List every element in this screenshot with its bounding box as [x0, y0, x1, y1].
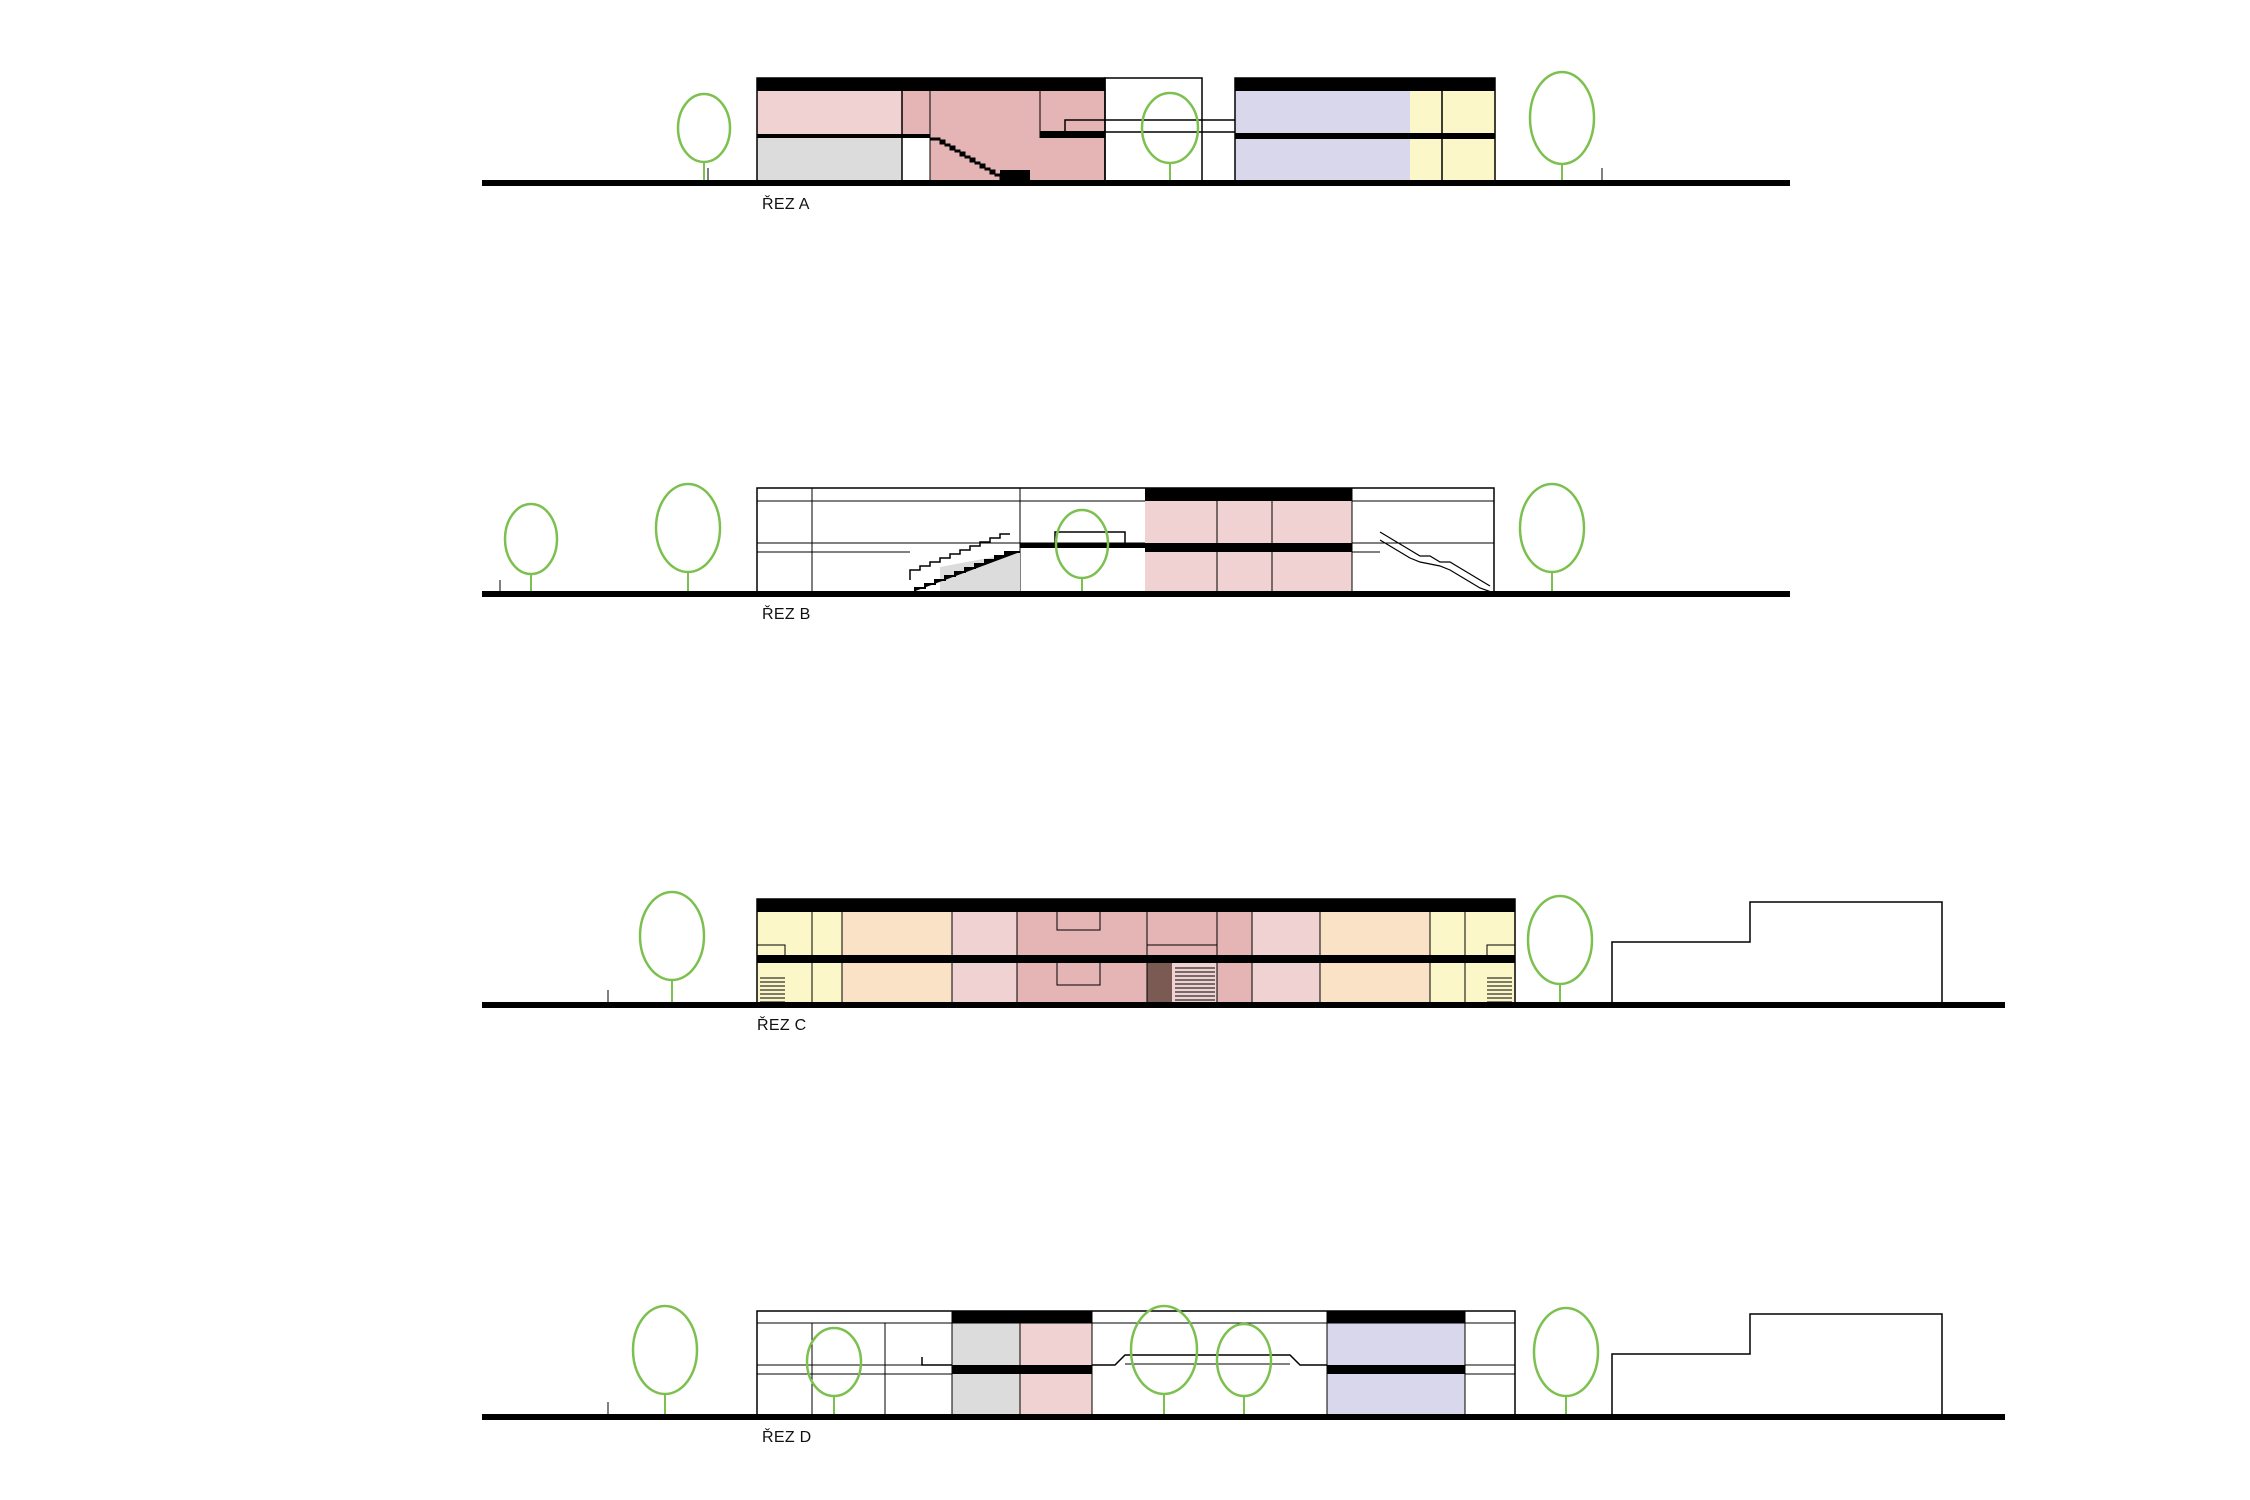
- room-fill: [1217, 912, 1252, 955]
- roof-slab: [757, 78, 1105, 91]
- stair-base: [1000, 170, 1030, 182]
- stair-rail: [757, 944, 786, 963]
- room-fill: [1147, 963, 1172, 1004]
- tree-icon: [1532, 1306, 1600, 1398]
- neighbouring-building-outline: [1611, 901, 1943, 1004]
- tree-icon: [805, 1326, 863, 1398]
- floor-slab: [952, 1365, 1092, 1374]
- room-fill: [1430, 912, 1515, 955]
- stair-landing: [940, 552, 1020, 593]
- room-fill: [952, 912, 1017, 955]
- section-label-c: ŘEZ C: [757, 1017, 807, 1034]
- room-fill: [757, 912, 842, 955]
- floor-slab: [757, 134, 930, 138]
- room-fill: [1145, 501, 1352, 543]
- stair-rail: [1486, 944, 1515, 963]
- room-fill: [952, 1374, 1020, 1416]
- tree-icon: [631, 1304, 699, 1396]
- floor-slab: [1040, 131, 1105, 138]
- tree-icon: [1129, 1304, 1199, 1396]
- roof-slab: [1145, 488, 1352, 501]
- floor-slab: [1327, 1365, 1465, 1374]
- roof-slab: [952, 1311, 1092, 1323]
- room-fill: [1145, 552, 1352, 593]
- room-fill: [1235, 138, 1410, 182]
- bridge-outline: [1054, 531, 1126, 543]
- niche-outline: [1056, 912, 1101, 931]
- room-fill: [1235, 91, 1410, 134]
- bridge-outline: [1092, 1354, 1327, 1366]
- bridge-outline: [1064, 119, 1235, 131]
- room-fill: [757, 138, 902, 182]
- stair-hatch: [760, 967, 1512, 1003]
- roof-slab: [1327, 1311, 1465, 1323]
- room-fill: [952, 1323, 1020, 1365]
- room-fill: [842, 912, 952, 955]
- section-label-a: ŘEZ A: [762, 196, 810, 213]
- tree-icon: [1215, 1322, 1273, 1398]
- room-fill: [1327, 1323, 1465, 1365]
- floor-slab: [1145, 543, 1352, 552]
- staircase: [910, 551, 1020, 594]
- roof-slab: [757, 899, 1515, 912]
- room-fill: [1017, 912, 1217, 955]
- room-fill: [902, 91, 930, 134]
- room-fill: [1252, 963, 1320, 1004]
- room-fill: [842, 963, 952, 1004]
- niche-outline: [1056, 963, 1101, 986]
- room-fill: [1017, 963, 1147, 1004]
- floor-slab: [1020, 543, 1145, 548]
- room-fill: [952, 963, 1017, 1004]
- staircase: [1379, 531, 1491, 587]
- section-label-b: ŘEZ B: [762, 606, 811, 623]
- room-fill: [1217, 963, 1252, 1004]
- room-fill: [1020, 1374, 1092, 1416]
- room-fill: [757, 963, 842, 1004]
- room-fill: [1430, 963, 1515, 1004]
- bridge-outline: [921, 1357, 952, 1366]
- staircase: [909, 533, 1010, 580]
- room-fill: [1020, 1323, 1092, 1365]
- room-fill: [1252, 912, 1320, 955]
- room-fill: [1320, 912, 1430, 955]
- roof-slab: [1235, 78, 1495, 91]
- floor-slab: [757, 955, 1515, 963]
- room-fill: [757, 91, 902, 134]
- section-label-d: ŘEZ D: [762, 1429, 812, 1446]
- neighbouring-building-outline: [1611, 1313, 1943, 1416]
- staircase: [1379, 539, 1495, 594]
- room-fill: [1320, 963, 1430, 1004]
- room-fill: [1327, 1374, 1465, 1416]
- floor-slab: [1235, 133, 1495, 139]
